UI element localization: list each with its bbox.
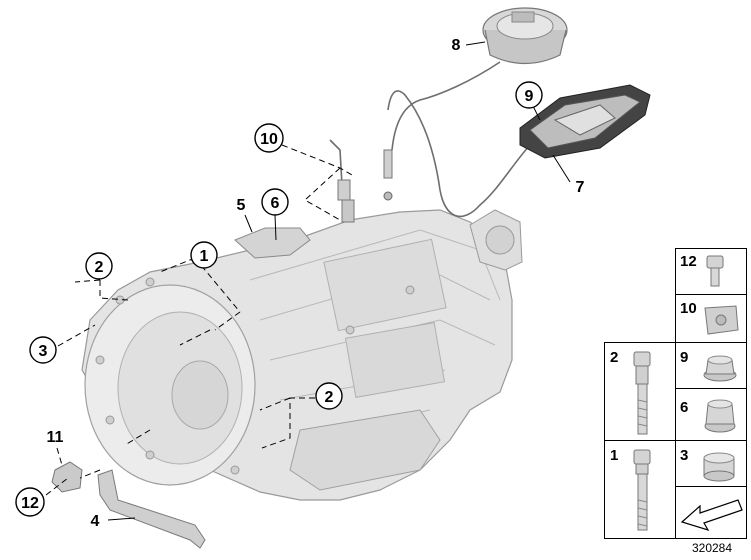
callout-7: 7	[576, 179, 585, 196]
callout-2-bottom-label: 2	[325, 389, 334, 406]
callout-6: 6	[261, 188, 289, 216]
legend-9-label: 9	[680, 349, 688, 366]
callout-3-label: 3	[39, 343, 48, 360]
bolt-small-icon	[706, 255, 724, 287]
legend-cell-6: 6	[680, 399, 736, 433]
parts-legend: 12 10 2 9	[604, 248, 747, 539]
callout-7-label: 7	[576, 179, 585, 196]
legend-10-label: 10	[680, 300, 697, 317]
callout-12: 12	[15, 487, 45, 517]
legend-cell-3: 3	[680, 447, 735, 482]
legend-cell-2: 2	[610, 349, 651, 435]
callout-2-top-label: 2	[95, 259, 104, 276]
callout-10: 10	[254, 123, 284, 153]
callout-12-label: 12	[21, 495, 39, 512]
hex-nut-icon	[704, 399, 736, 433]
sleeve-icon	[703, 452, 735, 482]
callout-10-label: 10	[260, 131, 278, 148]
callout-8-label: 8	[452, 37, 461, 54]
cable-ends	[329, 139, 393, 223]
callout-5: 5	[237, 197, 246, 214]
shift-mechanism	[519, 84, 651, 159]
shift-cables	[387, 61, 531, 218]
legend-cell-10: 10	[680, 300, 739, 335]
bolt-icon	[633, 449, 651, 531]
mounting-bracket	[97, 469, 206, 549]
legend-1-label: 1	[610, 447, 618, 464]
callout-5-label: 5	[237, 197, 246, 214]
callout-8: 8	[452, 37, 461, 54]
legend-6-label: 6	[680, 399, 688, 416]
long-bolt-icon	[633, 351, 651, 435]
callout-2-bottom: 2	[315, 382, 343, 410]
legend-cell-1: 1	[610, 447, 651, 531]
direction-arrow-icon	[680, 499, 743, 532]
document-id: 320284	[692, 541, 732, 555]
solid-leaders	[107, 41, 571, 521]
callout-9-label: 9	[525, 88, 534, 105]
leader-lines	[45, 144, 353, 496]
callout-9: 9	[515, 81, 543, 109]
callout-4-label: 4	[91, 513, 100, 530]
flange-nut-icon	[703, 355, 737, 382]
callout-11: 11	[47, 429, 64, 446]
callout-4: 4	[91, 513, 100, 530]
legend-12-label: 12	[680, 253, 697, 270]
clip-nut-icon	[704, 305, 739, 335]
callout-1: 1	[190, 241, 218, 269]
callout-3: 3	[29, 336, 57, 364]
transmission-housing	[81, 209, 523, 501]
callout-1-label: 1	[200, 248, 209, 265]
legend-cell-12: 12	[680, 253, 724, 287]
selector-lever-housing	[482, 7, 568, 64]
callout-2-top: 2	[85, 252, 113, 280]
heat-shield	[234, 227, 311, 259]
callout-6-label: 6	[271, 195, 280, 212]
legend-cell-9: 9	[680, 349, 737, 382]
callout-11-label: 11	[47, 429, 64, 446]
legend-2-label: 2	[610, 349, 618, 366]
legend-3-label: 3	[680, 447, 688, 464]
clip-part	[51, 461, 83, 493]
